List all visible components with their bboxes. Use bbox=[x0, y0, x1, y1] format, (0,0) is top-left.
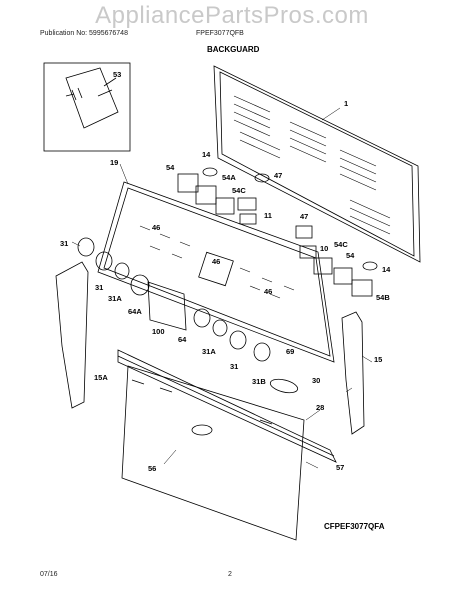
label-46-right: 46 bbox=[264, 287, 272, 296]
switch-47b bbox=[295, 225, 313, 239]
label-54c-right: 54C bbox=[334, 240, 348, 249]
watermark: AppliancePartsPros.com bbox=[95, 2, 369, 29]
label-1: 1 bbox=[344, 99, 348, 108]
label-11: 11 bbox=[264, 211, 272, 220]
label-54b: 54B bbox=[376, 293, 390, 302]
label-57: 57 bbox=[336, 463, 344, 472]
label-56: 56 bbox=[148, 464, 156, 473]
label-46-middle: 46 bbox=[212, 257, 220, 266]
figure-id: CFPEF3077QFA bbox=[324, 522, 385, 531]
label-47-top: 47 bbox=[274, 171, 282, 180]
publication-number: Publication No: 5995676748 bbox=[40, 30, 128, 37]
model-number: FPEF3077QFB bbox=[196, 30, 244, 37]
footer-page-number: 2 bbox=[228, 571, 232, 578]
part-30 bbox=[269, 378, 299, 394]
label-31-left: 31 bbox=[60, 239, 68, 248]
label-100: 100 bbox=[152, 327, 165, 336]
label-54-left: 54 bbox=[166, 163, 175, 172]
label-31b: 31B bbox=[252, 377, 266, 386]
label-15a: 15A bbox=[94, 373, 108, 382]
label-14-top: 14 bbox=[202, 150, 211, 159]
part-19-console bbox=[97, 181, 335, 363]
display-window bbox=[198, 251, 234, 287]
part-15a-bracket bbox=[55, 261, 89, 409]
label-64: 64 bbox=[178, 335, 187, 344]
part-100-clock bbox=[147, 281, 187, 331]
label-46-left: 46 bbox=[152, 223, 160, 232]
label-54-right: 54 bbox=[346, 251, 355, 260]
label-31a-left: 31A bbox=[108, 294, 122, 303]
switch-14a bbox=[202, 167, 218, 177]
label-28: 28 bbox=[316, 403, 324, 412]
label-47-right: 47 bbox=[300, 212, 308, 221]
knob-31a bbox=[77, 237, 95, 257]
label-14-right: 14 bbox=[382, 265, 391, 274]
label-69: 69 bbox=[286, 347, 294, 356]
label-54a: 54A bbox=[222, 173, 236, 182]
part-53-shape bbox=[65, 67, 119, 129]
part-56-panel bbox=[121, 365, 305, 541]
label-31-bottom: 31 bbox=[230, 362, 238, 371]
part-15-bracket bbox=[341, 311, 365, 435]
label-19: 19 bbox=[110, 158, 118, 167]
part-1-panel bbox=[213, 65, 421, 263]
label-64a: 64A bbox=[128, 307, 142, 316]
switch-54 bbox=[177, 173, 199, 193]
label-54c-top: 54C bbox=[232, 186, 246, 195]
label-15: 15 bbox=[374, 355, 382, 364]
label-31a-middle: 31A bbox=[202, 347, 216, 356]
inset-box bbox=[43, 62, 131, 152]
section-title: BACKGUARD bbox=[207, 45, 260, 54]
label-30: 30 bbox=[312, 376, 320, 385]
label-31-second: 31 bbox=[95, 283, 103, 292]
label-10: 10 bbox=[320, 244, 328, 253]
footer-date: 07/16 bbox=[40, 571, 58, 578]
part-28-trim bbox=[117, 349, 337, 463]
label-53: 53 bbox=[113, 70, 121, 79]
